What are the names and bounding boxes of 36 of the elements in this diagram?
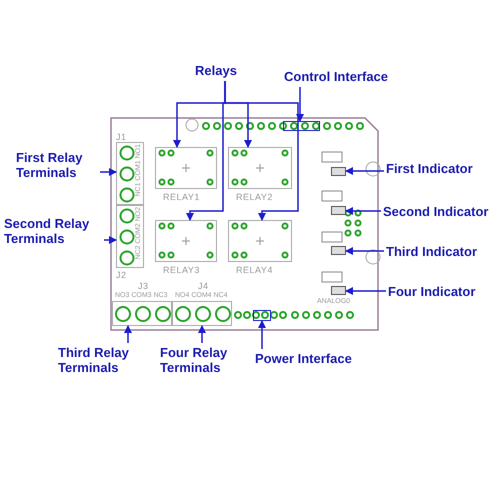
- indicator-led: [331, 206, 346, 215]
- callout-label: Control Interface: [284, 69, 396, 85]
- arrow: [345, 247, 384, 255]
- silkscreen-label: J3: [138, 281, 149, 291]
- indicator-led: [331, 286, 346, 295]
- callout-label: First Relay Terminals: [16, 150, 98, 182]
- arrow: [296, 87, 304, 122]
- pin-header-highlight: [253, 310, 271, 321]
- arrow: [104, 236, 117, 244]
- silkscreen-label: RELAY3: [163, 265, 200, 275]
- callout-label: Power Interface: [255, 351, 365, 367]
- callout-label: Second Indicator: [383, 204, 497, 220]
- callout-label: Third Relay Terminals: [58, 345, 138, 377]
- arrow: [258, 320, 266, 349]
- indicator-led: [331, 167, 346, 176]
- callout-label: Four Relay Terminals: [160, 345, 242, 377]
- silkscreen-label: RELAY4: [236, 265, 273, 275]
- callout-label: Relays: [195, 63, 255, 79]
- arrow: [345, 207, 381, 215]
- callout-label: Third Indicator: [386, 244, 486, 260]
- indicator-led: [331, 246, 346, 255]
- arrow: [198, 325, 206, 343]
- arrow: [100, 168, 117, 176]
- arrow: [224, 81, 299, 221]
- arrow: [124, 325, 132, 343]
- callout-label: Second Relay Terminals: [4, 216, 102, 248]
- callout-label: Four Indicator: [388, 284, 488, 300]
- pin-header-highlight: [283, 121, 320, 131]
- silkscreen-label: RELAY1: [163, 192, 200, 202]
- silkscreen-label: J2: [116, 270, 127, 280]
- callout-label: First Indicator: [386, 161, 486, 177]
- silkscreen-label: J1: [116, 132, 127, 142]
- arrow: [345, 287, 386, 295]
- silkscreen-label: J4: [198, 281, 209, 291]
- arrow: [345, 167, 384, 175]
- silkscreen-label: RELAY2: [236, 192, 273, 202]
